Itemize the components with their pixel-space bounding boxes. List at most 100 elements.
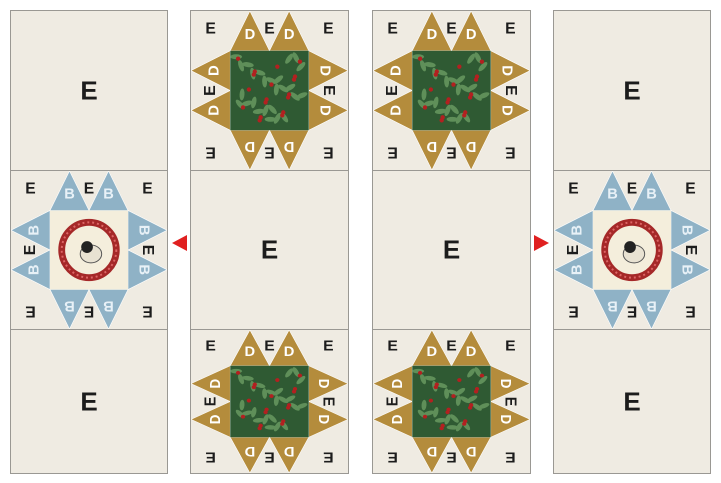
label-e: E <box>11 386 167 417</box>
background-square-e: E <box>554 11 710 170</box>
berry <box>298 59 302 63</box>
berry <box>445 410 449 414</box>
star-point-label: D <box>284 27 295 43</box>
background-label-e: E <box>502 85 519 96</box>
background-label-e: E <box>387 449 397 465</box>
background-label-e: E <box>142 180 152 197</box>
star-point-label: D <box>316 415 333 425</box>
label-e: E <box>554 386 710 417</box>
star-block-drawing: DDDDDDDDEEEEEEEE <box>191 330 348 473</box>
star-point-label: D <box>499 65 515 76</box>
berry <box>258 426 262 430</box>
star-point-label: D <box>284 444 295 459</box>
berry <box>280 422 284 426</box>
berry <box>440 118 444 122</box>
background-label-e: E <box>202 85 219 96</box>
background-label-e: E <box>205 144 215 161</box>
background-label-e: E <box>323 144 333 161</box>
star-block-drawing: DDDDDDDDEEEEEEEE <box>373 330 530 473</box>
background-square-e: E <box>11 11 167 170</box>
star-point-label: D <box>206 415 223 425</box>
background-label-e: E <box>142 303 152 320</box>
label-e: E <box>191 235 348 266</box>
background-label-e: E <box>264 338 274 354</box>
berry <box>480 374 484 378</box>
background-label-e: E <box>205 449 215 465</box>
quilt-column-3: DDDDDDDDEEEEEEEE E DDDDDDDDEEEEEEEE <box>372 10 531 474</box>
label-e: E <box>11 75 167 106</box>
star-point-label: D <box>207 105 223 116</box>
red-triangle-left-icon <box>172 235 187 251</box>
background-label-e: E <box>84 303 94 320</box>
background-label-e: E <box>139 245 156 256</box>
star-point-label: D <box>316 379 333 389</box>
star-point-label: B <box>569 225 585 236</box>
berry <box>292 77 296 81</box>
star-point-label: B <box>569 264 585 275</box>
background-label-e: E <box>205 20 215 37</box>
gold-star-block: DDDDDDDDEEEEEEEE <box>373 329 530 473</box>
background-label-e: E <box>387 20 397 37</box>
background-label-e: E <box>565 245 582 256</box>
blue-star-block: BBBBBBBBEEEEEEEE <box>554 170 710 329</box>
background-label-e: E <box>323 449 333 465</box>
berry <box>298 374 302 378</box>
berry <box>418 371 422 375</box>
background-label-e: E <box>505 338 515 354</box>
star-point-label: B <box>679 264 695 275</box>
star-point-label: B <box>64 297 75 313</box>
background-label-e: E <box>505 449 515 465</box>
background-label-e: E <box>568 303 578 320</box>
star-point-label: D <box>206 379 223 389</box>
berry <box>423 105 427 109</box>
star-point-label: D <box>317 105 333 116</box>
star-point-label: D <box>466 444 477 459</box>
star-point-label: B <box>646 297 657 313</box>
berry <box>429 399 433 403</box>
star-point-label: D <box>388 379 405 389</box>
star-point-label: D <box>426 138 437 154</box>
berry <box>434 385 438 389</box>
berry <box>445 100 449 104</box>
berry <box>263 100 267 104</box>
berry <box>247 399 251 403</box>
label-e: E <box>554 75 710 106</box>
star-point-label: D <box>427 27 438 43</box>
background-label-e: E <box>323 20 333 37</box>
berry <box>275 378 279 382</box>
background-label-e: E <box>501 397 519 407</box>
background-label-e: E <box>264 144 274 161</box>
star-point-label: B <box>646 187 657 203</box>
background-label-e: E <box>384 85 401 96</box>
star-point-label: D <box>388 415 405 425</box>
star-point-label: D <box>466 138 477 154</box>
star-point-label: D <box>207 65 223 76</box>
background-label-e: E <box>682 245 699 256</box>
berry <box>263 410 267 414</box>
berry <box>269 82 273 86</box>
background-label-e: E <box>685 180 695 197</box>
berry <box>269 394 273 398</box>
berry <box>451 394 455 398</box>
background-square-e: E <box>191 170 348 329</box>
background-label-e: E <box>387 338 397 354</box>
star-point-label: D <box>245 27 256 43</box>
background-label-e: E <box>685 303 695 320</box>
background-label-e: E <box>320 85 337 96</box>
background-label-e: E <box>323 338 333 354</box>
star-point-label: D <box>499 105 515 116</box>
berry <box>252 72 256 76</box>
background-label-e: E <box>264 449 274 465</box>
star-point-label: D <box>389 65 405 76</box>
star-block-drawing: DDDDDDDDEEEEEEEE <box>191 11 348 170</box>
star-point-label: D <box>466 344 477 359</box>
berry <box>252 385 256 389</box>
background-label-e: E <box>25 303 35 320</box>
